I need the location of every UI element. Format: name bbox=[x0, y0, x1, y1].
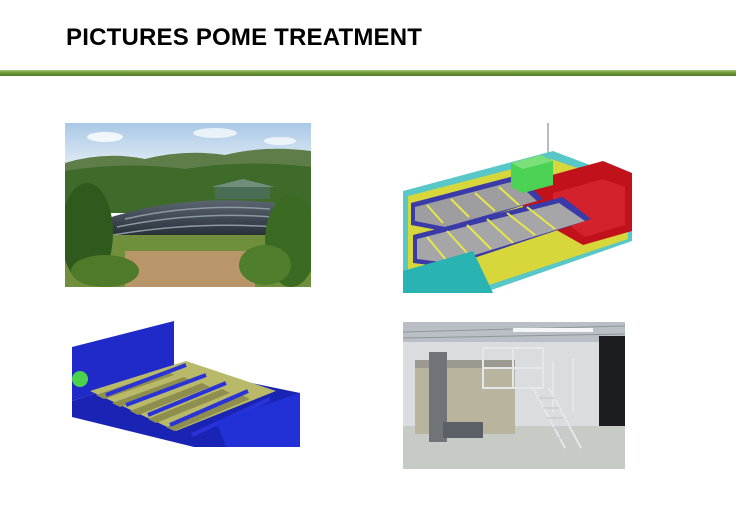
indoor-treatment-unit-photo bbox=[403, 322, 625, 469]
tank-module-3d-render bbox=[66, 321, 300, 447]
plant-3d-layout-render bbox=[403, 121, 632, 293]
slide-title: PICTURES POME TREATMENT bbox=[66, 24, 423, 51]
title-divider bbox=[0, 70, 736, 76]
pond-landscape-photo bbox=[65, 123, 311, 287]
